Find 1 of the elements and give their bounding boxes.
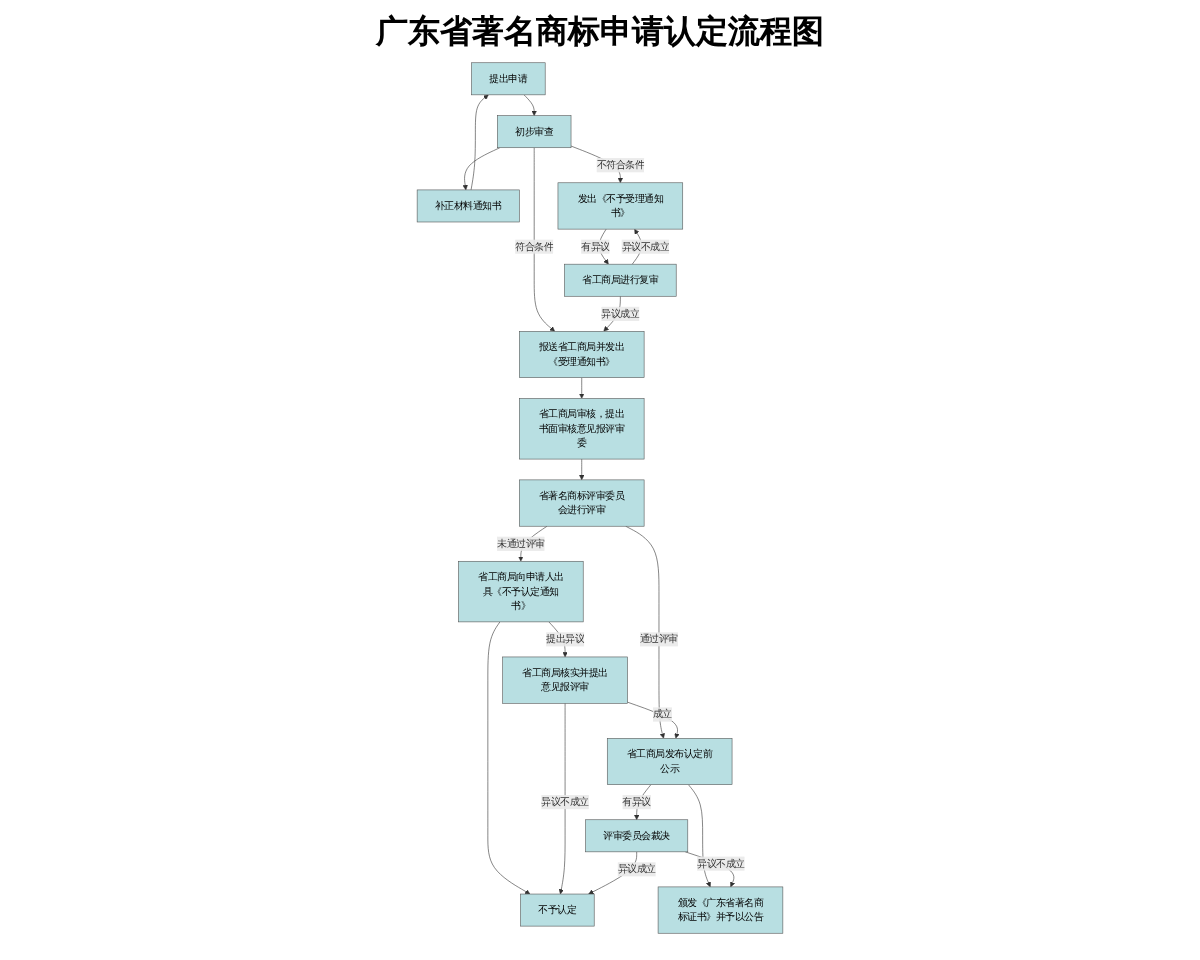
- diagram-title: 广东省著名商标申请认定流程图: [373, 12, 826, 54]
